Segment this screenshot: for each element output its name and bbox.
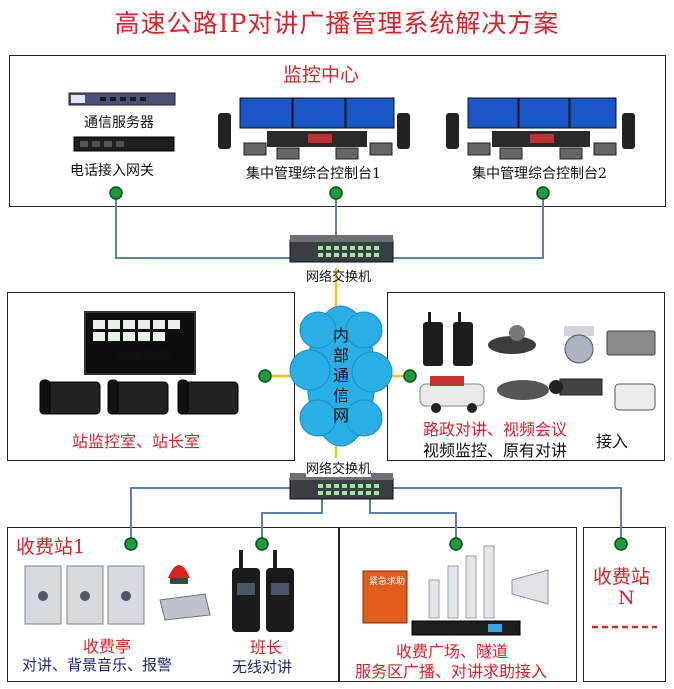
switch-top-label: 网络交换机 <box>306 270 372 285</box>
console-2-label: 集中管理综合控制台2 <box>472 166 607 182</box>
ptz-camera-icon <box>564 326 594 364</box>
conference-phone-icon <box>497 380 549 400</box>
monitor-center-heading: 监控中心 <box>283 64 360 86</box>
cloud-char: 内 <box>332 326 349 345</box>
phone-gateway-icon <box>73 136 175 152</box>
top-links <box>115 193 544 259</box>
station-room-caption: 站监控室、站长室 <box>72 432 201 451</box>
comm-server-icon <box>68 92 176 106</box>
switch-top-icon <box>289 235 394 263</box>
bottom-links <box>130 487 622 544</box>
handheld-radio-icons <box>232 550 294 632</box>
leader-desc: 无线对讲 <box>232 658 293 676</box>
horn-speaker-icon <box>511 569 549 605</box>
network-cloud-label: 内 部 通 信 网 <box>330 326 352 426</box>
access-suffix: 接入 <box>596 432 629 451</box>
plaza-desc: 服务区广播、对讲求助接入 <box>355 662 548 681</box>
cloud-char: 部 <box>332 346 349 365</box>
switch-bottom-label: 网络交换机 <box>306 458 372 477</box>
cloud-char: 通 <box>332 366 349 385</box>
page-title: 高速公路IP对讲广播管理系统解决方案 <box>114 9 560 38</box>
foot-switch-icon <box>159 593 211 621</box>
link-nodes <box>109 186 628 551</box>
column-speaker-icons <box>428 545 495 619</box>
amplifier-icon <box>411 620 521 636</box>
console-2-icon <box>446 97 635 160</box>
phone-gateway-label: 电话接入网关 <box>70 163 154 179</box>
walkie-talkie-icons <box>423 312 473 366</box>
toll-station-1-heading: 收费站1 <box>16 536 86 558</box>
booth-desc: 对讲、背景音乐、报警 <box>22 656 173 674</box>
console-1-icon <box>218 97 410 160</box>
console-1-label: 集中管理综合控制台1 <box>246 166 381 182</box>
box-camera-icon <box>549 378 603 396</box>
help-box-label: 紧急求助 <box>369 577 406 587</box>
network-cloud <box>289 305 393 447</box>
patrol-car-icon <box>419 376 485 413</box>
speaker-box-icon <box>606 330 656 356</box>
comm-server-label: 通信服务器 <box>84 115 154 131</box>
cloud-char: 信 <box>332 386 349 405</box>
help-box-icon <box>362 570 408 624</box>
alarm-light-icon <box>168 565 190 584</box>
cloud-char: 网 <box>332 406 349 425</box>
access-line-1: 路政对讲、视频会议 <box>423 420 568 439</box>
leader-title: 班长 <box>250 638 283 657</box>
intercom-screen-text: 对讲管理 <box>115 349 171 365</box>
desk-phone-icons <box>39 379 239 415</box>
booth-title: 收费亭 <box>83 637 132 656</box>
access-line-2: 视频监控、原有对讲 <box>423 441 568 460</box>
toll-station-n-line-2: N <box>618 587 635 609</box>
conference-camera-icon <box>488 325 536 354</box>
toll-station-n-line-1: 收费站 <box>593 566 651 588</box>
intercom-screen-icon <box>84 311 196 375</box>
toll-station-n-box <box>583 527 666 682</box>
telephone-icon <box>614 383 656 411</box>
plaza-title: 收费广场、隧道 <box>396 642 509 661</box>
